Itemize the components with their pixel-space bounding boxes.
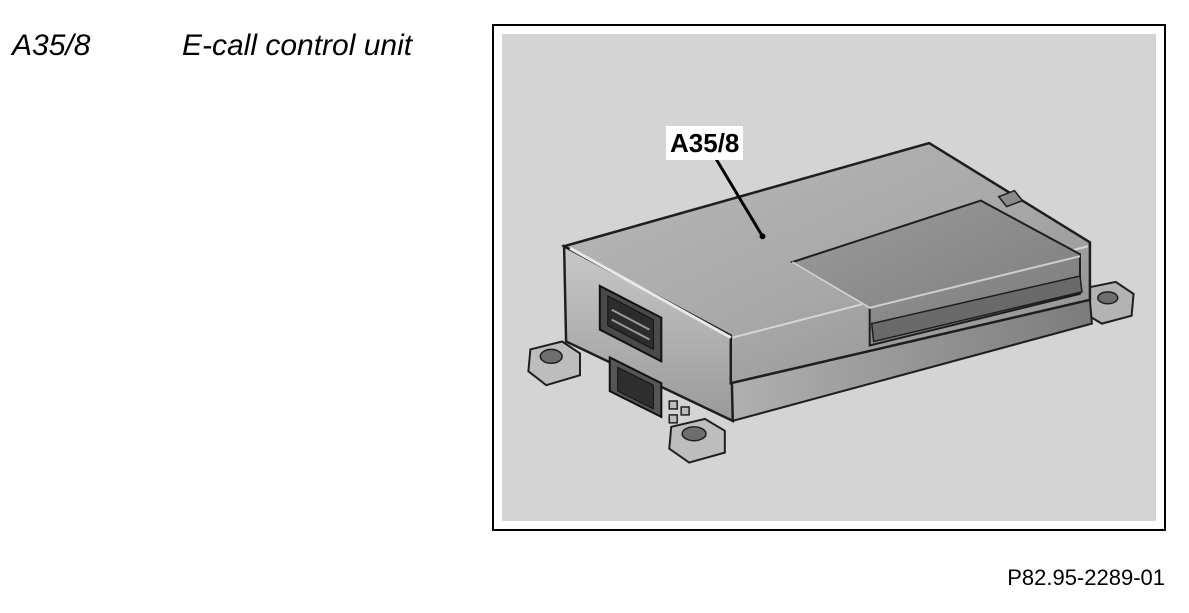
figure-reference: P82.95-2289-01: [1007, 565, 1165, 590]
front-connector-upper: [598, 284, 663, 363]
figure-frame: A35/8: [492, 24, 1166, 531]
unit-side-slot: [870, 275, 1083, 343]
front-connector-lower: [608, 355, 663, 419]
connector-pins: [668, 400, 690, 424]
component-description: E-call control unit: [182, 29, 413, 62]
mounting-tab-front-right: [668, 417, 726, 464]
callout-leader-line: [713, 156, 764, 238]
callout-label: A35/8: [666, 126, 744, 160]
mounting-tab-front-left: [527, 340, 581, 387]
component-code: A35/8: [12, 29, 91, 62]
control-unit-illustration: [527, 141, 1135, 464]
